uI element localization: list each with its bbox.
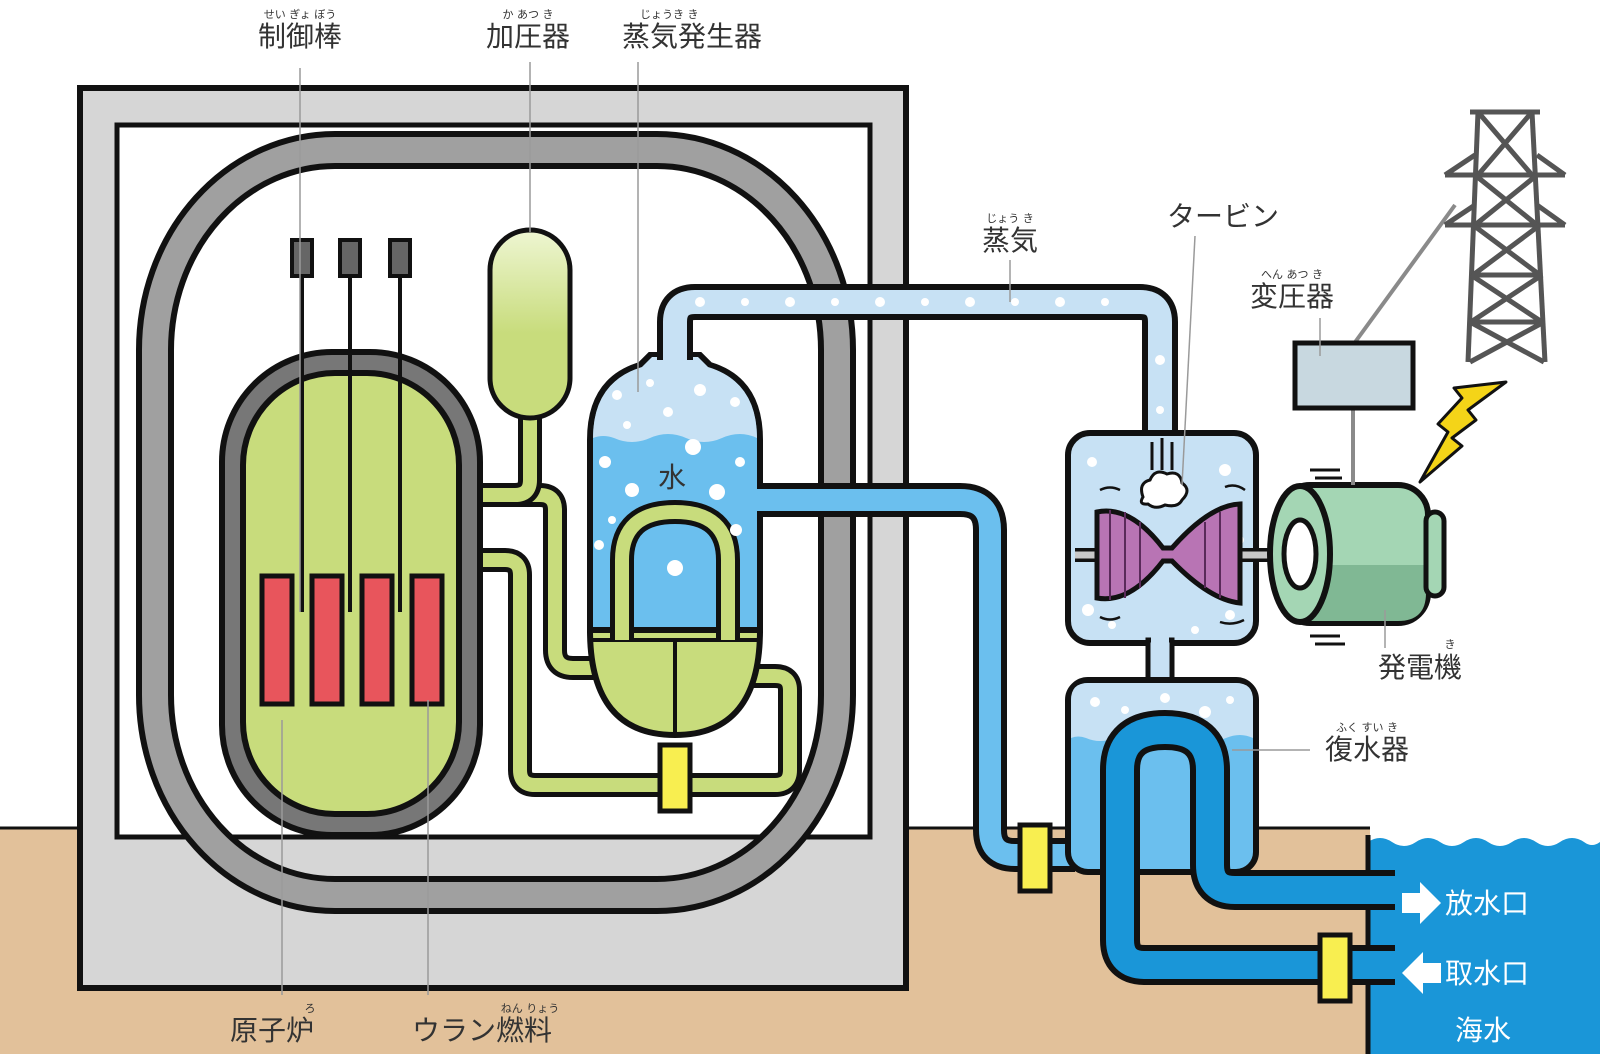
primary-loop: [470, 400, 802, 797]
transformer-ruby: へん あつ き: [1261, 268, 1323, 281]
steam-puff-icon: [1139, 438, 1189, 509]
primary-pump: [657, 742, 693, 814]
control-rods: [290, 238, 412, 612]
fuel-rod: [409, 573, 445, 707]
leader-lines: [281, 62, 1386, 995]
arrow-right-icon: [1402, 882, 1441, 924]
transformer-label: 変圧器: [1250, 280, 1334, 313]
steam-ruby: じょう き: [986, 212, 1034, 225]
reactor-ruby: ろ: [305, 1002, 316, 1015]
pressurizer-ruby: か あつ き: [503, 8, 554, 21]
transformer: [1292, 340, 1416, 411]
control-rod-label: 制御棒: [258, 20, 342, 53]
condenser-ruby: ふく すい き: [1336, 721, 1398, 734]
uranium-fuel-ruby: ねん りょう: [501, 1002, 560, 1015]
generator-label: 発電機: [1378, 651, 1462, 684]
lightning-bolt-icon: [1418, 380, 1508, 484]
water-label: 水: [658, 461, 686, 494]
uranium-fuel-label: ウラン燃料: [412, 1014, 552, 1047]
generator: [1267, 468, 1447, 646]
steam-label: 蒸気: [982, 224, 1038, 257]
transmission-tower-icon: [1443, 109, 1567, 365]
seawater-label: 海水: [1455, 1014, 1511, 1047]
intake-label: 取水口: [1445, 957, 1529, 990]
steam-generator-ruby: じょうき き: [640, 8, 699, 21]
feedwater-pump: [1017, 822, 1053, 894]
intake-pump: [1317, 932, 1353, 1004]
discharge-label: 放水口: [1445, 887, 1529, 920]
generator-ruby: き: [1445, 638, 1456, 651]
fuel-rod: [309, 573, 345, 707]
pressurizer-label: 加圧器: [486, 20, 570, 53]
arrow-left-icon: [1402, 952, 1441, 994]
fuel-rod: [359, 573, 395, 707]
pressurizer: [487, 227, 573, 421]
turbine-label: タービン: [1167, 200, 1279, 233]
steam-generator-label: 蒸気発生器: [622, 20, 762, 53]
reactor-label: 原子炉: [230, 1014, 314, 1047]
condenser-label: 復水器: [1325, 733, 1409, 766]
control-rod-ruby: せい ぎょ ぼう: [264, 7, 336, 21]
fuel-rod: [259, 573, 295, 707]
